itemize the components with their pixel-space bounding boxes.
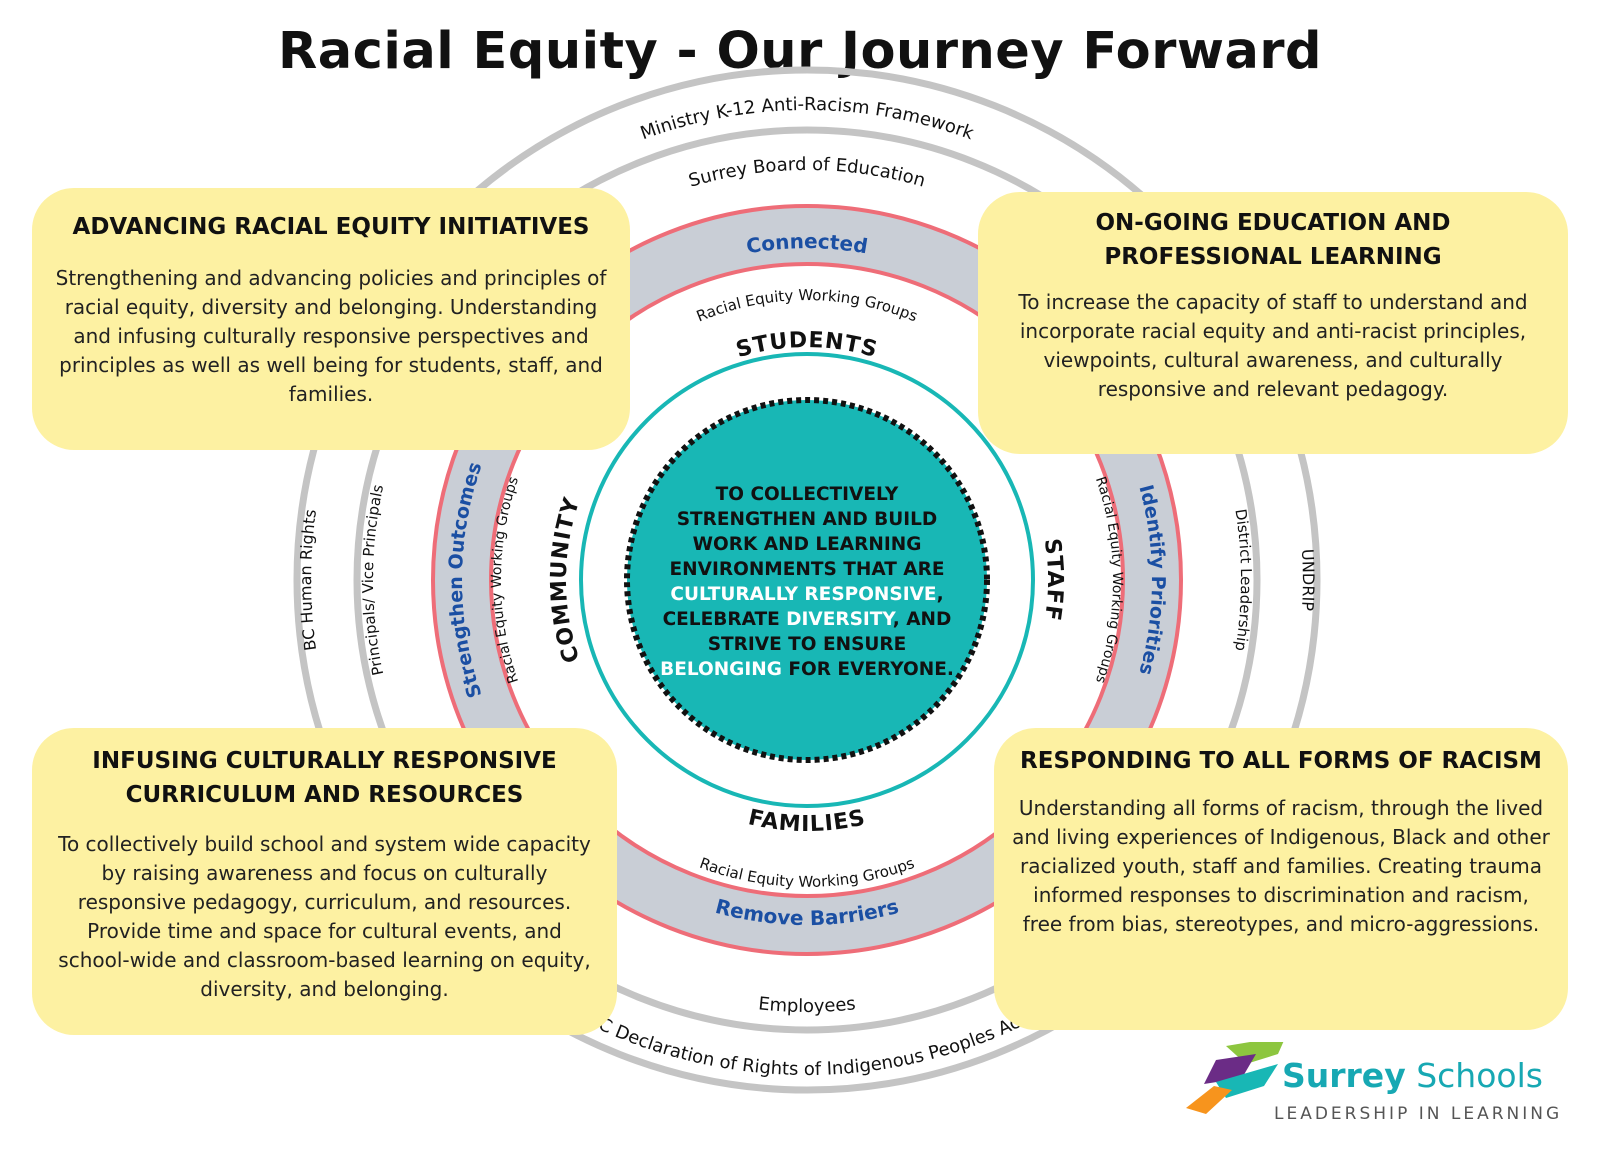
box-tr-title: ON-GOING EDUCATION AND PROFESSIONAL LEAR… (1095, 210, 1451, 270)
box-advancing-racial-equity: ADVANCING RACIAL EQUITY INITIATIVES Stre… (32, 188, 630, 450)
box-br-body: Understanding all forms of racism, throu… (1012, 796, 1550, 936)
center-highlight-culturally-responsive: CULTURALLY RESPONSIVE (670, 584, 936, 605)
label-second-right: District Leadership (1231, 508, 1255, 653)
label-outer-top: Ministry K-12 Anti-Racism Framework (638, 94, 977, 144)
label-outer-right: UNDRIP (1298, 549, 1318, 612)
box-bl-title: INFUSING CULTURALLY RESPONSIVE CURRICULU… (92, 748, 557, 808)
surrey-schools-logo: Surrey Schools LEADERSHIP IN LEARNING (1186, 1042, 1586, 1152)
center-disc (627, 400, 987, 760)
center-line-5: CULTURALLY RESPONSIVE, (670, 584, 943, 605)
logo-mark-icon (1186, 1042, 1284, 1114)
svg-text:Surrey Board of Education: Surrey Board of Education (686, 154, 927, 192)
svg-text:Employees: Employees (757, 993, 856, 1017)
center-line-7: STRIVE TO ENSURE (708, 634, 907, 655)
center-line-8-end: FOR EVERYONE. (782, 659, 954, 680)
label-second-top: Surrey Board of Education (686, 154, 927, 192)
second-ring (353, 126, 1261, 1034)
svg-text:Ministry K-12 Anti-Racism Fram: Ministry K-12 Anti-Racism Framework (638, 94, 977, 144)
center-highlight-diversity: DIVERSITY (786, 609, 896, 630)
svg-text:BC Human Rights: BC Human Rights (296, 508, 320, 652)
logo-name-rest: Schools (1405, 1056, 1543, 1095)
band-inner-border (489, 262, 1125, 898)
label-outer-bottom: BC Declaration of Rights of Indigenous P… (584, 1009, 1030, 1080)
center-line-2: STRENGTHEN AND BUILD (677, 509, 938, 530)
box-culturally-responsive-curriculum: INFUSING CULTURALLY RESPONSIVE CURRICULU… (32, 728, 617, 1035)
box-tl-body: Strengthening and advancing policies and… (55, 266, 607, 406)
outer-ring (293, 66, 1321, 1094)
svg-text:STAFF: STAFF (1039, 537, 1067, 623)
label-families: FAMILIES (746, 805, 867, 837)
box-ongoing-education: ON-GOING EDUCATION AND PROFESSIONAL LEAR… (978, 192, 1568, 454)
center-highlight-belonging: BELONGING (660, 659, 782, 680)
center-statement: TO COLLECTIVELY STRENGTHEN AND BUILD WOR… (660, 484, 954, 680)
svg-text:FAMILIES: FAMILIES (746, 805, 868, 837)
center-line-5-end: , (937, 584, 944, 605)
center-line-3: WORK AND LEARNING (693, 534, 922, 555)
band-outer-border (431, 204, 1183, 956)
center-line-6-start: CELEBRATE (663, 609, 787, 630)
center-line-6: CELEBRATE DIVERSITY, AND (663, 609, 952, 630)
box-tr-body: To increase the capacity of staff to und… (1018, 290, 1528, 401)
box-bl-body: To collectively build school and system … (58, 832, 591, 1001)
label-second-bottom: Employees (757, 993, 856, 1017)
svg-text:Racial Equity Working Groups: Racial Equity Working Groups (694, 286, 921, 325)
center-line-6-end: , AND (893, 609, 952, 630)
center-line-8: BELONGING FOR EVERYONE. (660, 659, 954, 680)
box-br-title: RESPONDING TO ALL FORMS OF RACISM (1020, 748, 1542, 774)
svg-text:BC Declaration of Rights of In: BC Declaration of Rights of Indigenous P… (584, 1009, 1030, 1080)
label-staff: STAFF (1039, 537, 1066, 623)
center-line-4: ENVIRONMENTS THAT ARE (670, 559, 945, 580)
logo-name-bold: Surrey (1282, 1056, 1406, 1095)
center-line-1: TO COLLECTIVELY (716, 484, 899, 505)
logo-tagline: LEADERSHIP IN LEARNING (1274, 1104, 1563, 1124)
box-responding-to-racism: RESPONDING TO ALL FORMS OF RACISM Unders… (994, 728, 1568, 1030)
label-working-groups-top: Racial Equity Working Groups (694, 286, 921, 325)
label-outer-left: BC Human Rights (296, 508, 320, 652)
logo-name: Surrey Schools (1282, 1056, 1543, 1095)
svg-text:District Leadership: District Leadership (1231, 508, 1255, 653)
box-tl-title: ADVANCING RACIAL EQUITY INITIATIVES (72, 214, 590, 240)
center-disc-border (624, 397, 990, 763)
band-ring (433, 206, 1181, 954)
svg-text:UNDRIP: UNDRIP (1298, 549, 1318, 612)
